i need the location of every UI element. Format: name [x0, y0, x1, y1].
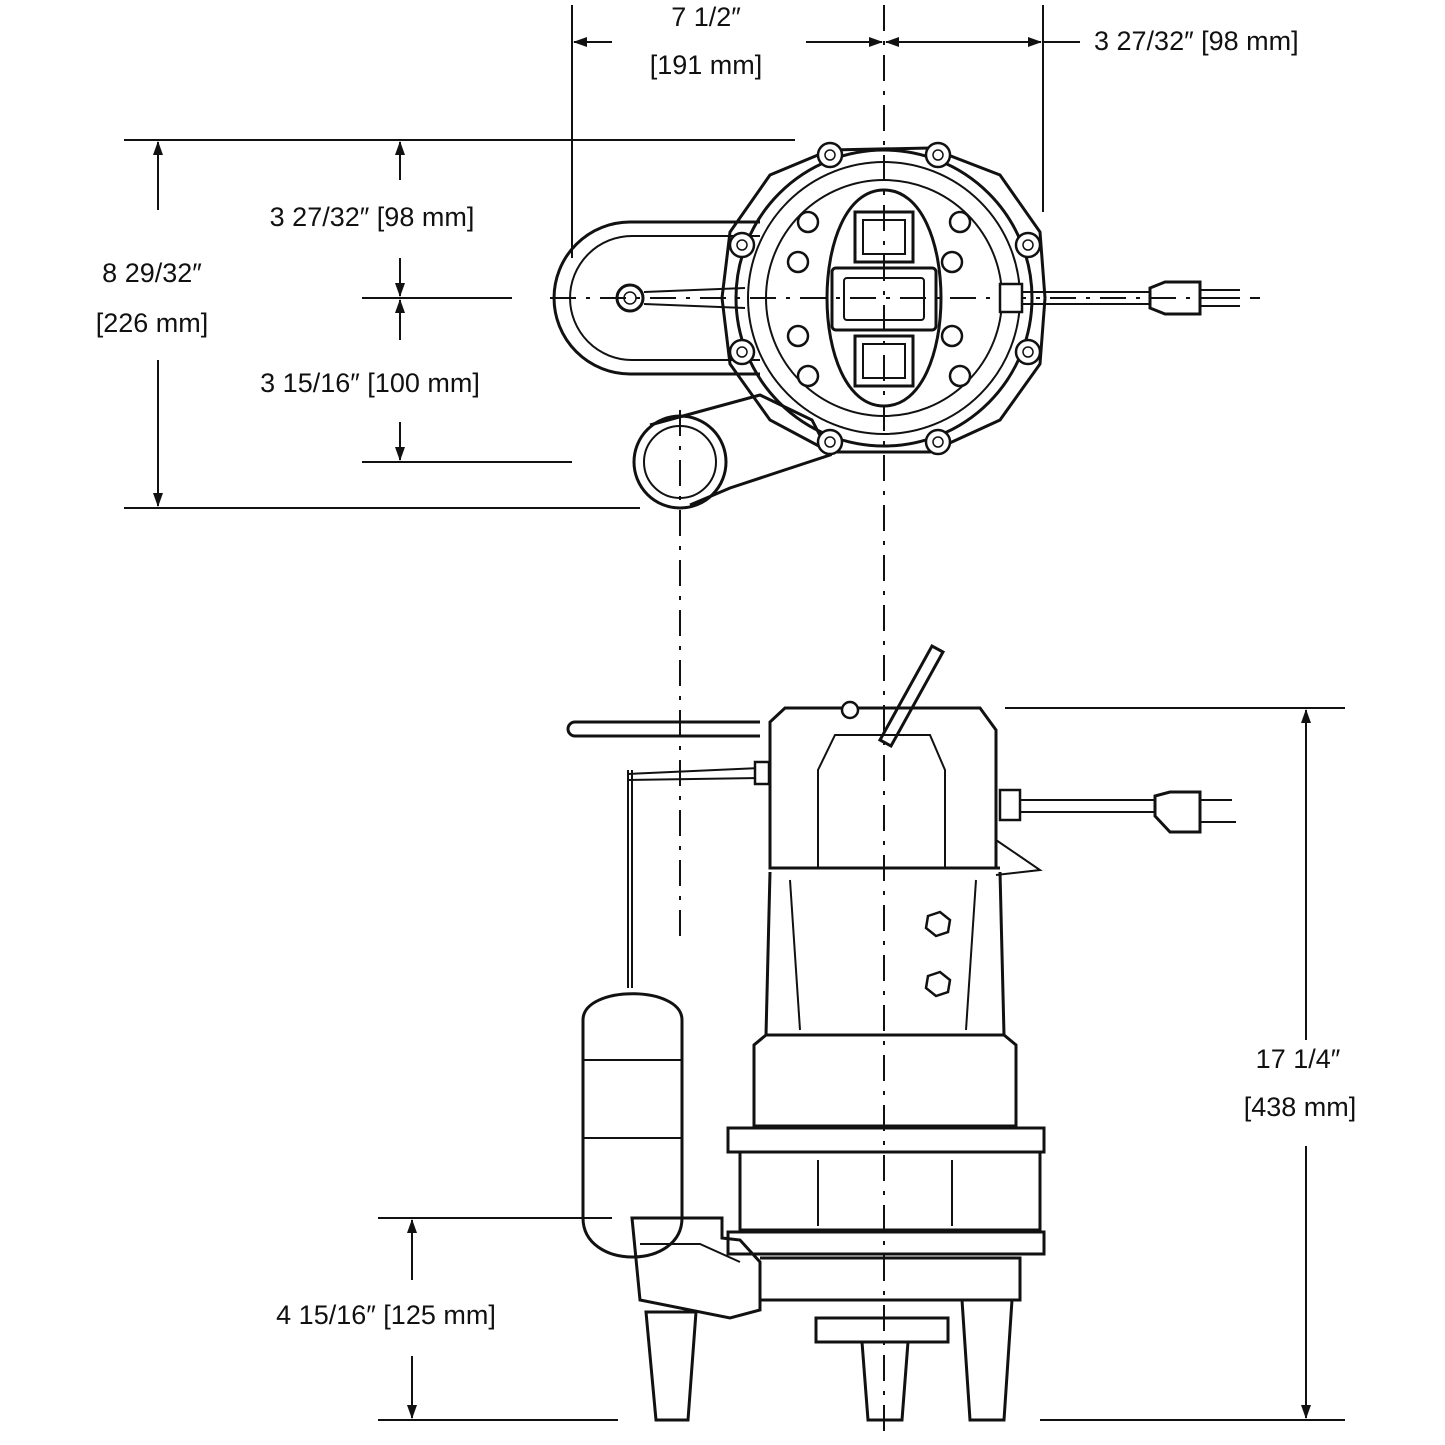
pump-top-view [552, 141, 1240, 510]
dim-depth-lower: 3 15/16″ [100 mm] [260, 368, 480, 398]
dim-depth-total-imperial: 8 29/32″ [102, 258, 202, 288]
dim-depth-total-metric: [226 mm] [96, 308, 209, 338]
dim-discharge-height: 4 15/16″ [125 mm] [276, 1300, 496, 1330]
center-lines [550, 5, 1260, 1440]
dim-width-total-metric: [191 mm] [650, 50, 763, 80]
dim-width-right: 3 27/32″ [98 mm] [1094, 26, 1299, 56]
dim-height-total-metric: [438 mm] [1244, 1092, 1357, 1122]
dimension-labels: 7 1/2″ [191 mm] 3 27/32″ [98 mm] 3 27/32… [96, 2, 1357, 1330]
dim-height-total-imperial: 17 1/4″ [1256, 1044, 1341, 1074]
dim-width-total-imperial: 7 1/2″ [671, 2, 741, 32]
dimension-arrows [153, 37, 1311, 1419]
dim-depth-upper: 3 27/32″ [98 mm] [270, 202, 475, 232]
pump-side-view [566, 643, 1236, 1422]
extension-lines [124, 5, 1345, 1421]
